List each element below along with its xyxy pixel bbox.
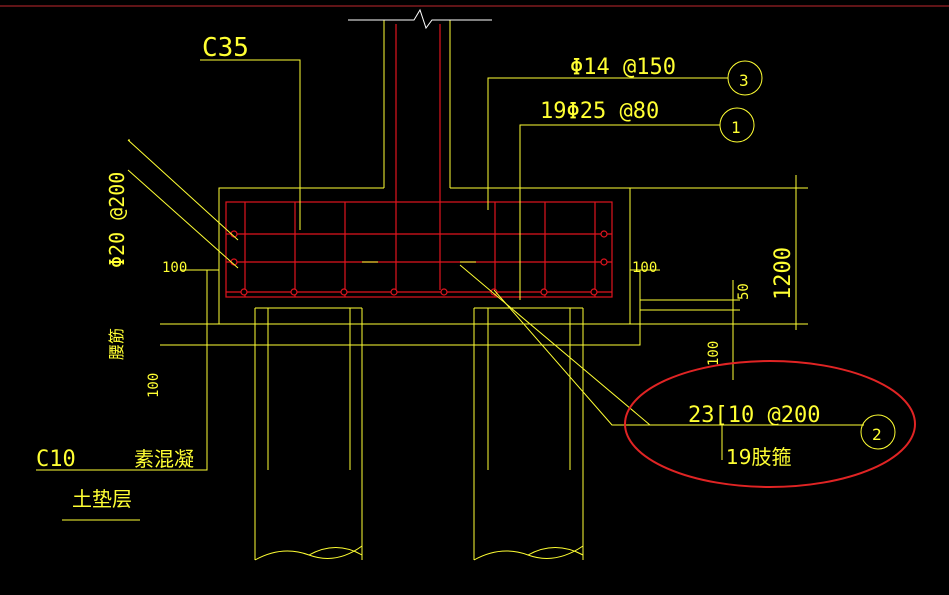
bedding-material-label: 素混凝 bbox=[134, 447, 194, 471]
dim-100-lower: 100 bbox=[146, 373, 162, 398]
callout-1-label: 1 bbox=[731, 118, 741, 137]
dim-50: 50 bbox=[736, 283, 752, 300]
dim-100-vertical: 100 bbox=[706, 341, 722, 366]
dim-100-left: 100 bbox=[162, 260, 187, 276]
leader-lines bbox=[36, 59, 864, 521]
dim-100-right: 100 bbox=[632, 260, 657, 276]
top-rebar-label: Φ14 @150 bbox=[570, 55, 676, 80]
callout-3-label: 3 bbox=[739, 71, 749, 90]
piles bbox=[254, 307, 584, 561]
pile-cap-outline bbox=[206, 187, 641, 346]
bedding-layer-label: 土垫层 bbox=[72, 487, 132, 511]
side-rebar-label: Φ20 @200 bbox=[105, 172, 129, 268]
callout-2-circle bbox=[860, 414, 896, 450]
callout-1-circle bbox=[719, 107, 755, 143]
highlight-ellipse bbox=[624, 360, 916, 488]
dim-1200: 1200 bbox=[771, 247, 796, 300]
concrete-grade-label: C35 bbox=[202, 33, 249, 63]
main-rebar-label: 19Φ25 @80 bbox=[540, 99, 659, 124]
callouts: 3 1 2 bbox=[719, 60, 896, 450]
leg-rebar-label: 腰筋 bbox=[107, 328, 126, 360]
callout-3-circle bbox=[727, 60, 763, 96]
stirrup-label: 23[10 @200 bbox=[688, 403, 820, 428]
callout-2-label: 2 bbox=[872, 425, 882, 444]
stirrup-legs-label: 19肢箍 bbox=[726, 445, 791, 469]
bedding-grade-label: C10 bbox=[36, 447, 76, 472]
rebar-cage bbox=[225, 201, 613, 298]
break-symbol bbox=[348, 8, 492, 30]
column bbox=[348, 8, 492, 290]
